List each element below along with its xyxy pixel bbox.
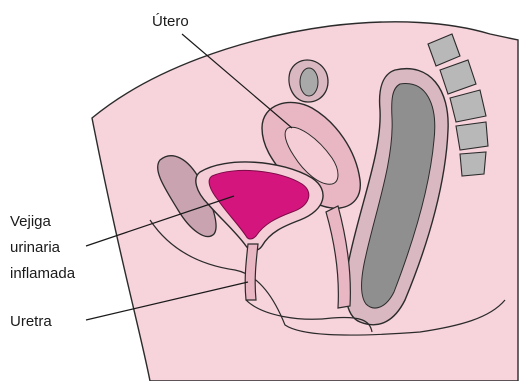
label-urethra: Uretra xyxy=(10,313,52,330)
label-bladder-line1: Vejiga xyxy=(10,213,52,230)
label-bladder-line3: inflamada xyxy=(10,265,76,282)
ovary-inner xyxy=(300,68,318,96)
label-bladder-line2: urinaria xyxy=(10,239,61,256)
label-uterus: Útero xyxy=(152,13,189,30)
